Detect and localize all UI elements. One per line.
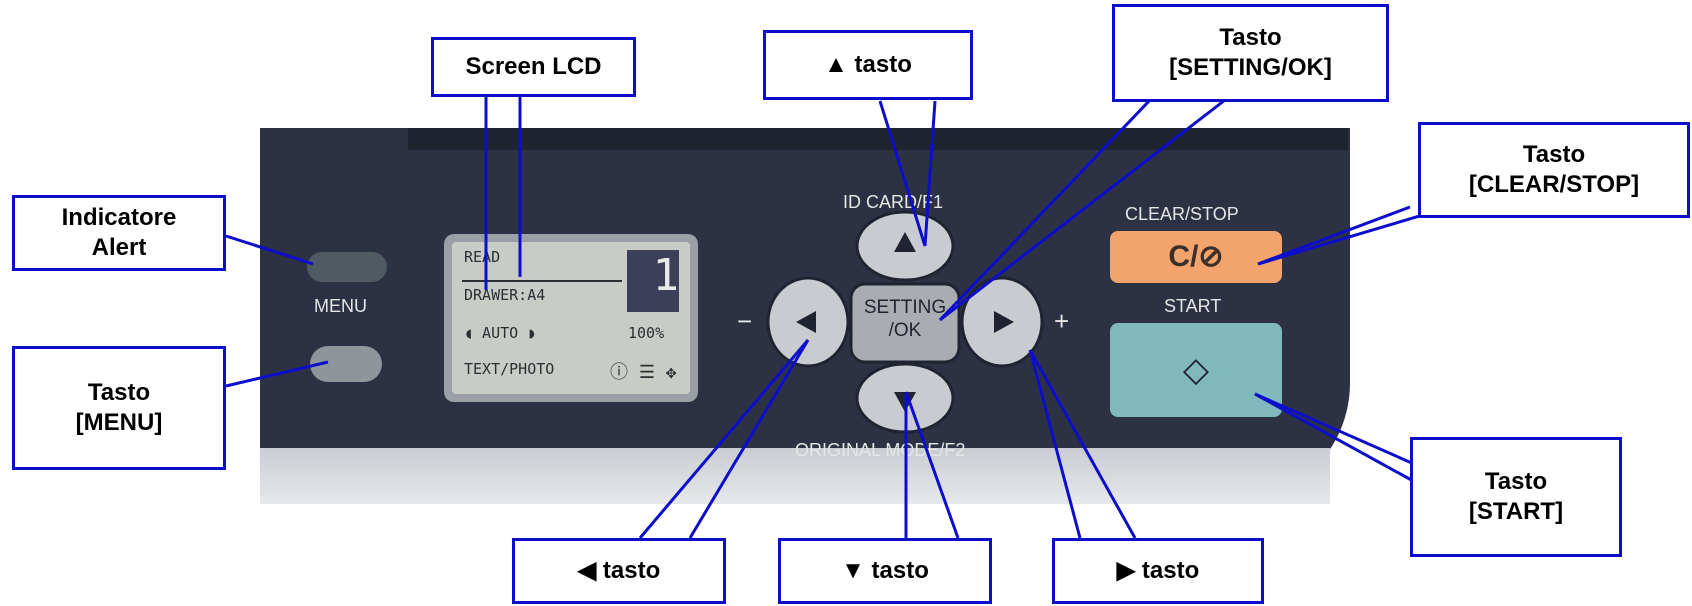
callout-alert: Indicatore Alert bbox=[12, 195, 226, 271]
callout-left-key-text: ◀ tasto bbox=[577, 557, 661, 584]
leader-menu bbox=[225, 360, 329, 388]
leader-start-a bbox=[1254, 392, 1416, 484]
callout-menu-line2: [MENU] bbox=[75, 409, 163, 436]
setting-ok-key[interactable] bbox=[849, 282, 961, 364]
lcd-line-mode: TEXT/PHOTO bbox=[464, 360, 555, 378]
original-mode-label: ORIGINAL MODE/F2 bbox=[795, 440, 966, 460]
lcd-line-drawer: DRAWER:A4 bbox=[464, 286, 546, 304]
lcd-copy-count: 1 bbox=[627, 250, 679, 312]
leader-setting-a bbox=[938, 98, 1152, 322]
leader-left-b bbox=[688, 339, 810, 539]
callout-down-key-text: ▼ tasto bbox=[841, 557, 929, 584]
id-card-label: ID CARD/F1 bbox=[843, 192, 944, 212]
callout-clear-stop-line2: [CLEAR/STOP] bbox=[1468, 171, 1640, 198]
callout-right-key-text: ▶ tasto bbox=[1116, 557, 1200, 584]
alert-indicator bbox=[307, 252, 387, 282]
leader-up-b bbox=[923, 100, 937, 247]
callout-setting-ok: Tasto [SETTING/OK] bbox=[1112, 4, 1389, 102]
right-arrow-icon bbox=[994, 311, 1014, 333]
lcd-icons: ⓘ ☰ ✥ bbox=[610, 362, 677, 383]
lcd-line-density: ◖ AUTO ◗ bbox=[464, 324, 537, 342]
callout-start-line2: [START] bbox=[1468, 498, 1564, 525]
start-button[interactable]: ◇ bbox=[1110, 323, 1282, 417]
leader-down-b bbox=[904, 391, 960, 539]
callout-alert-line1: Indicatore bbox=[61, 204, 177, 231]
start-label: START bbox=[1164, 296, 1222, 316]
lcd-line-zoom: 100% bbox=[628, 324, 665, 342]
leader-right-a bbox=[1028, 349, 1082, 539]
callout-menu-line1: Tasto bbox=[87, 379, 151, 406]
callout-down-key: ▼ tasto bbox=[778, 538, 992, 604]
leader-clear-a bbox=[1257, 205, 1411, 266]
leader-setting-b bbox=[939, 98, 1226, 322]
callout-screen-lcd: Screen LCD bbox=[431, 37, 636, 97]
setting-ok-line1: SETTING bbox=[863, 297, 947, 318]
callout-clear-stop: Tasto [CLEAR/STOP] bbox=[1418, 122, 1690, 218]
callout-left-key: ◀ tasto bbox=[512, 538, 726, 604]
leader-up-a bbox=[878, 100, 927, 247]
setting-ok-key-label: SETTING /OK bbox=[851, 297, 959, 343]
setting-ok-line2: /OK bbox=[888, 319, 922, 341]
callout-clear-stop-line1: Tasto bbox=[1522, 141, 1586, 168]
callout-up-key-text: ▲ tasto bbox=[824, 51, 912, 78]
plus-label: + bbox=[1054, 306, 1070, 336]
clear-stop-label: CLEAR/STOP bbox=[1125, 204, 1239, 224]
lcd-divider bbox=[462, 280, 622, 282]
leader-alert bbox=[225, 234, 314, 266]
callout-start-line1: Tasto bbox=[1484, 468, 1548, 495]
lcd-line-read: READ bbox=[464, 248, 501, 266]
panel-top-edge bbox=[408, 128, 1348, 150]
menu-label: MENU bbox=[314, 296, 367, 316]
up-arrow-icon bbox=[894, 232, 916, 252]
leader-right-b bbox=[1028, 349, 1137, 539]
minus-label: − bbox=[737, 306, 753, 336]
left-arrow-icon bbox=[796, 311, 816, 333]
callout-setting-ok-line1: Tasto bbox=[1219, 24, 1282, 51]
device-base bbox=[260, 448, 1330, 504]
callout-menu: Tasto [MENU] bbox=[12, 346, 226, 470]
callout-screen-lcd-text: Screen LCD bbox=[465, 53, 602, 80]
leader-left-a bbox=[638, 339, 810, 539]
callout-setting-ok-line2: [SETTING/OK] bbox=[1169, 54, 1332, 81]
clear-stop-button[interactable]: C/⊘ bbox=[1110, 231, 1282, 283]
callout-alert-line2: Alert bbox=[91, 234, 147, 261]
callout-start: Tasto [START] bbox=[1410, 437, 1622, 557]
callout-right-key: ▶ tasto bbox=[1052, 538, 1264, 604]
callout-up-key: ▲ tasto bbox=[763, 30, 973, 100]
